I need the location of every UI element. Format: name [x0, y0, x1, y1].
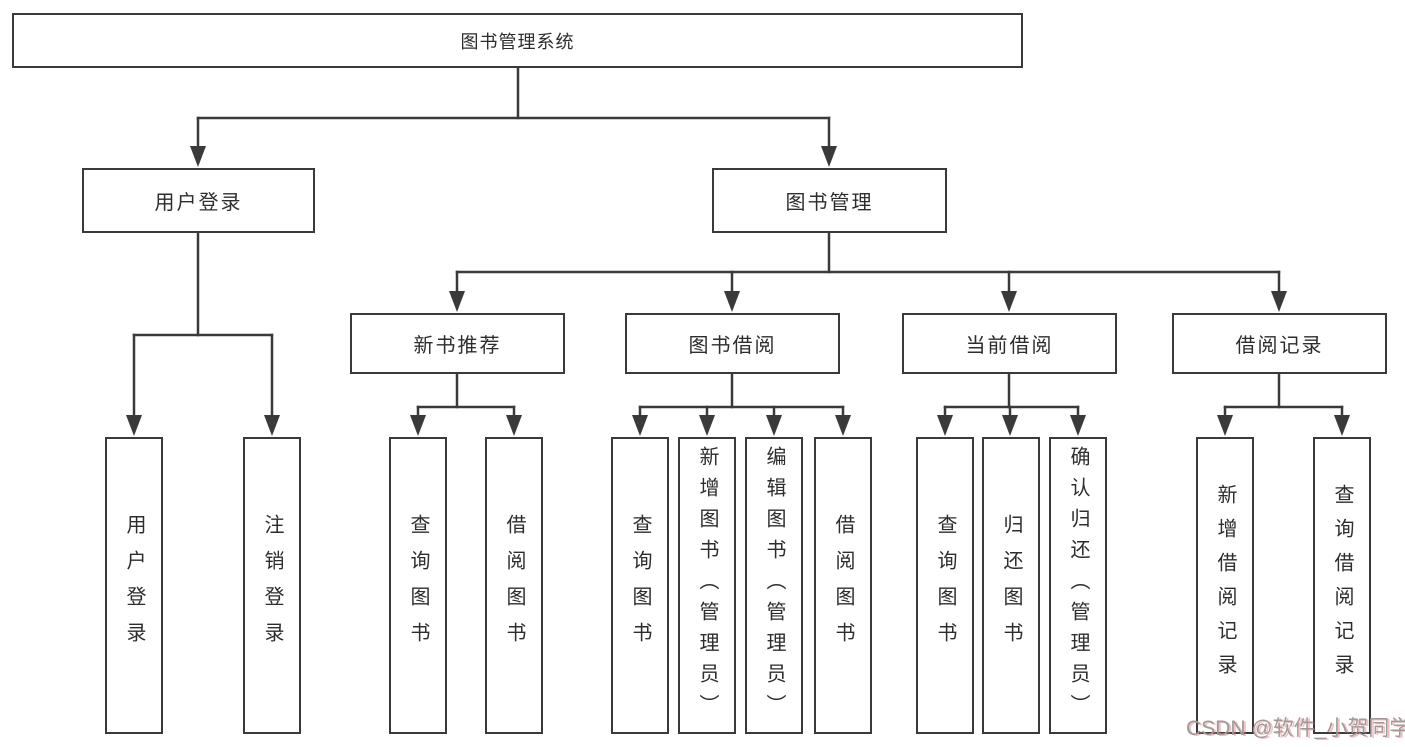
leaf-query-books-recommend: 查询图书 [389, 437, 447, 734]
node-new-book-recommend-label: 新书推荐 [413, 335, 502, 357]
node-book-borrow: 图书借阅 [625, 313, 840, 374]
leaf-edit-books-admin: 编辑图书（管理员） [745, 437, 803, 734]
node-root-label: 图书管理系统 [460, 31, 575, 52]
leaf-edit-books-admin-label: 编辑图书（管理员） [763, 446, 785, 725]
node-user-login-label: 用户登录 [154, 192, 243, 214]
leaf-borrow-books: 借阅图书 [814, 437, 872, 734]
leaf-query-books-recommend-label: 查询图书 [407, 513, 429, 658]
node-book-management-label: 图书管理 [785, 192, 874, 214]
leaf-borrow-books-recommend-label: 借阅图书 [503, 513, 525, 658]
leaf-query-books-current: 查询图书 [916, 437, 974, 734]
leaf-confirm-return-admin: 确认归还（管理员） [1049, 437, 1107, 734]
leaf-user-login-label: 用户登录 [123, 513, 145, 658]
leaf-borrow-books-label: 借阅图书 [832, 513, 854, 658]
leaf-query-borrow-record-label: 查询借阅记录 [1331, 483, 1353, 688]
node-borrow-records-label: 借阅记录 [1235, 335, 1324, 357]
node-current-borrow: 当前借阅 [902, 313, 1117, 374]
csdn-watermark: CSDN @软件_小贺同学 [1186, 717, 1405, 740]
node-new-book-recommend: 新书推荐 [350, 313, 565, 374]
leaf-user-login: 用户登录 [105, 437, 163, 734]
leaf-query-books-current-label: 查询图书 [934, 513, 956, 658]
node-root: 图书管理系统 [12, 13, 1023, 68]
leaf-query-books-borrow-label: 查询图书 [629, 513, 651, 658]
leaf-return-books: 归还图书 [982, 437, 1040, 734]
leaf-query-borrow-record: 查询借阅记录 [1313, 437, 1371, 734]
node-book-borrow-label: 图书借阅 [688, 335, 777, 357]
node-borrow-records: 借阅记录 [1172, 313, 1387, 374]
leaf-add-books-admin-label: 新增图书（管理员） [696, 446, 718, 725]
leaf-add-borrow-record-label: 新增借阅记录 [1214, 483, 1236, 688]
leaf-return-books-label: 归还图书 [1000, 513, 1022, 658]
node-current-borrow-label: 当前借阅 [965, 335, 1054, 357]
node-book-management: 图书管理 [712, 168, 947, 233]
leaf-query-books-borrow: 查询图书 [611, 437, 669, 734]
node-user-login: 用户登录 [82, 168, 315, 233]
leaf-borrow-books-recommend: 借阅图书 [485, 437, 543, 734]
leaf-add-books-admin: 新增图书（管理员） [678, 437, 736, 734]
leaf-confirm-return-admin-label: 确认归还（管理员） [1067, 446, 1089, 725]
leaf-logout: 注销登录 [243, 437, 301, 734]
leaf-add-borrow-record: 新增借阅记录 [1196, 437, 1254, 734]
leaf-logout-label: 注销登录 [261, 513, 283, 658]
